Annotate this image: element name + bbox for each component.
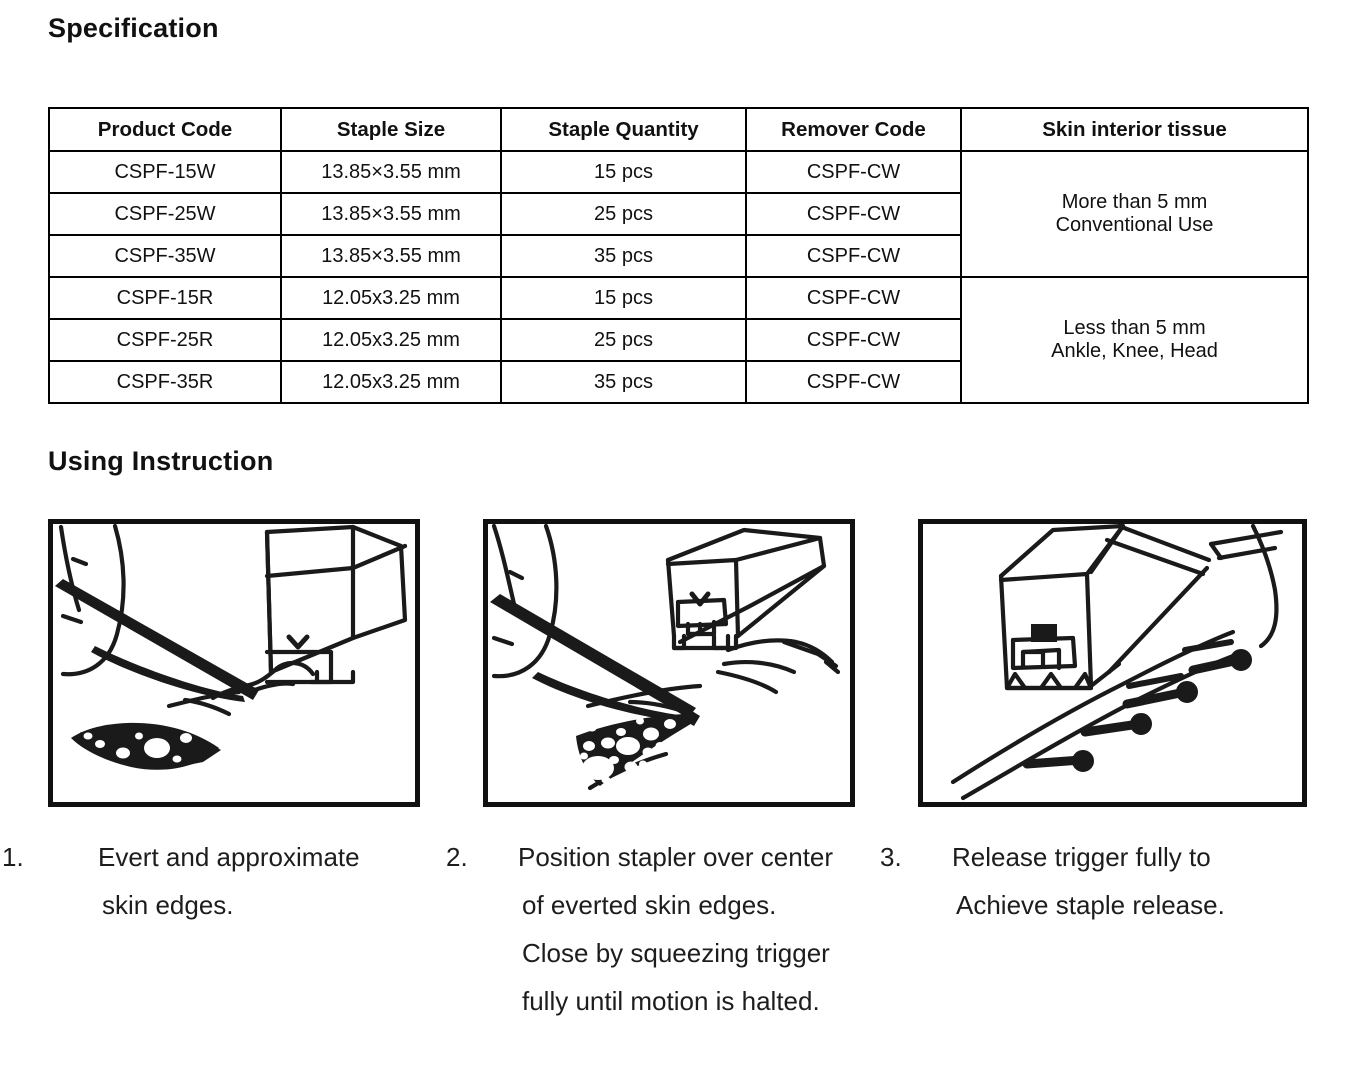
table-row: CSPF-25R 12.05x3.25 mm 25 pcs CSPF-CW: [48, 318, 1308, 362]
cell-staple-quantity: 25 pcs: [500, 192, 747, 236]
page-title-using-instruction: Using Instruction: [48, 446, 274, 476]
instruction-caption-step-1: 1. Evert and approximate skin edges.: [2, 833, 472, 929]
cell-remover-code: CSPF-CW: [745, 276, 962, 320]
table-row: CSPF-35R 12.05x3.25 mm 35 pcs CSPF-CW: [48, 360, 1308, 404]
cell-staple-size: 12.05x3.25 mm: [280, 318, 502, 362]
column-header-skin-interior-tissue: Skin interior tissue: [960, 107, 1309, 152]
cell-product-code: CSPF-15W: [48, 150, 282, 194]
column-header-remover-code: Remover Code: [745, 107, 962, 152]
page-title-specification: Specification: [48, 13, 219, 43]
cell-product-code: CSPF-35R: [48, 360, 282, 404]
caption-line: Close by squeezing trigger: [522, 938, 830, 968]
cell-staple-size: 13.85×3.55 mm: [280, 150, 502, 194]
specification-table-container: Product Code Staple Size Staple Quantity…: [48, 107, 1309, 404]
specification-table: Product Code Staple Size Staple Quantity…: [48, 107, 1309, 404]
table-header-row: Product Code Staple Size Staple Quantity…: [48, 107, 1309, 152]
tissue-line-1: Less than 5 mm: [1063, 317, 1206, 339]
cell-staple-quantity: 15 pcs: [500, 276, 747, 320]
cell-skin-interior-tissue: More than 5 mm Conventional Use: [960, 150, 1309, 278]
caption-line: 2. Position stapler over center: [446, 833, 914, 881]
instruction-illustration-step-3: [918, 519, 1307, 807]
cell-remover-code: CSPF-CW: [745, 192, 962, 236]
tissue-line-1: More than 5 mm: [1061, 191, 1208, 213]
cell-remover-code: CSPF-CW: [745, 150, 962, 194]
instruction-illustration-step-2: [483, 519, 855, 807]
step-number: 2.: [446, 842, 468, 872]
cell-staple-quantity: 35 pcs: [500, 360, 747, 404]
cell-product-code: CSPF-25R: [48, 318, 282, 362]
stapler-releasing-staples-icon: [950, 524, 1284, 801]
stapler-positioned-over-skin-edges-icon: [490, 524, 841, 791]
caption-text: Position stapler over center: [518, 842, 834, 872]
instruction-caption-step-3: 3. Release trigger fully to Achieve stapl…: [880, 833, 1338, 929]
step-number: 3.: [880, 842, 902, 872]
cell-remover-code: CSPF-CW: [745, 360, 962, 404]
instruction-caption-step-2: 2. Position stapler over center of everte…: [446, 833, 914, 1025]
table-row: CSPF-15W 13.85×3.55 mm 15 pcs CSPF-CW Mo…: [48, 150, 1309, 278]
cell-staple-size: 13.85×3.55 mm: [280, 234, 502, 278]
caption-line: of everted skin edges.: [522, 890, 777, 920]
cell-product-code: CSPF-35W: [48, 234, 282, 278]
forceps-everting-skin-edges-icon: [55, 524, 408, 770]
caption-line: Achieve staple release.: [956, 890, 1225, 920]
column-header-staple-size: Staple Size: [280, 107, 502, 152]
cell-remover-code: CSPF-CW: [745, 318, 962, 362]
cell-remover-code: CSPF-CW: [745, 234, 962, 278]
table-row: CSPF-15R 12.05x3.25 mm 15 pcs CSPF-CW Le…: [48, 276, 1309, 404]
cell-skin-interior-tissue: Less than 5 mm Ankle, Knee, Head: [960, 276, 1309, 404]
instruction-illustration-step-1: [48, 519, 420, 807]
caption-line: 3. Release trigger fully to: [880, 833, 1338, 881]
tissue-line-2: Ankle, Knee, Head: [1051, 340, 1218, 362]
table-row: CSPF-25W 13.85×3.55 mm 25 pcs CSPF-CW: [48, 192, 1308, 236]
tissue-line-2: Conventional Use: [1055, 214, 1214, 236]
cell-staple-quantity: 25 pcs: [500, 318, 747, 362]
column-header-staple-quantity: Staple Quantity: [500, 107, 747, 152]
cell-staple-size: 12.05x3.25 mm: [280, 360, 502, 404]
cell-staple-quantity: 15 pcs: [500, 150, 747, 194]
cell-staple-quantity: 35 pcs: [500, 234, 747, 278]
caption-line: fully until motion is halted.: [522, 986, 820, 1016]
caption-line: skin edges.: [102, 890, 234, 920]
cell-staple-size: 13.85×3.55 mm: [280, 192, 502, 236]
caption-text: Release trigger fully to: [952, 842, 1211, 872]
column-header-product-code: Product Code: [48, 107, 282, 152]
table-row: CSPF-35W 13.85×3.55 mm 35 pcs CSPF-CW: [48, 234, 1308, 278]
cell-staple-size: 12.05x3.25 mm: [280, 276, 502, 320]
cell-product-code: CSPF-15R: [48, 276, 282, 320]
caption-text: Evert and approximate: [98, 842, 360, 872]
step-number: 1.: [2, 842, 24, 872]
caption-line: 1. Evert and approximate: [2, 833, 472, 881]
cell-product-code: CSPF-25W: [48, 192, 282, 236]
